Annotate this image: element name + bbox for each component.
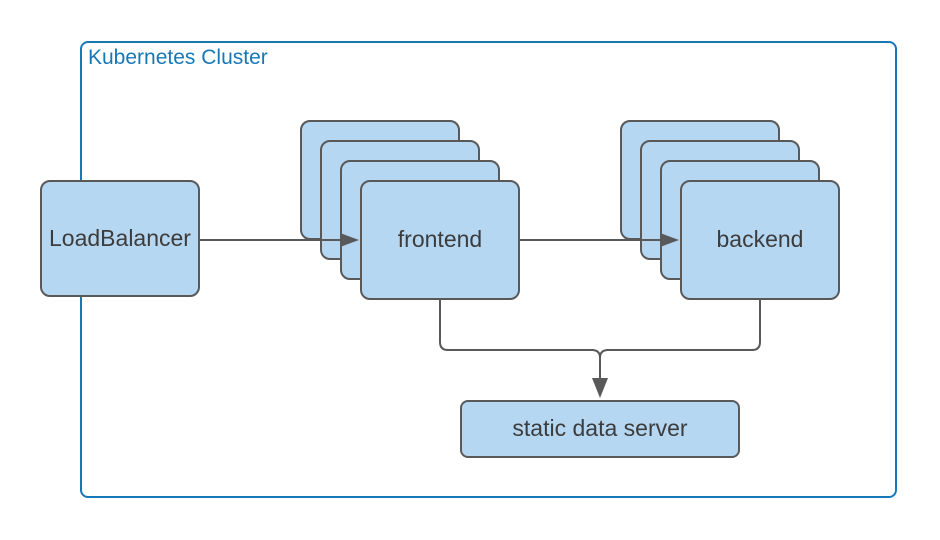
node-loadbalancer: LoadBalancer (40, 180, 200, 297)
node-backend: backend (680, 180, 840, 300)
node-static-data-server: static data server (460, 400, 740, 458)
node-frontend-label: frontend (397, 226, 483, 253)
node-frontend: frontend (360, 180, 520, 300)
cluster-title: Kubernetes Cluster (88, 46, 268, 69)
node-backend-label: backend (716, 226, 804, 253)
node-static-data-server-label: static data server (512, 415, 688, 442)
node-loadbalancer-label: LoadBalancer (49, 224, 191, 251)
